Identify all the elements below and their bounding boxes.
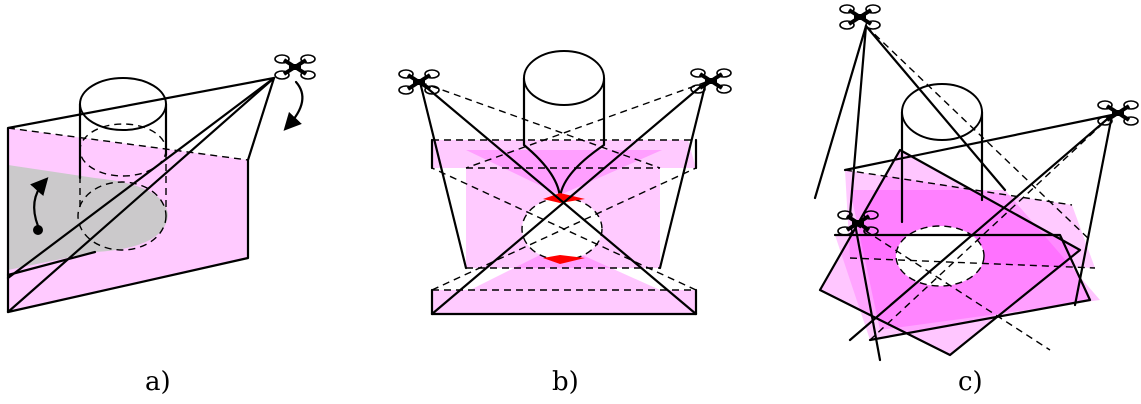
panel-b: b) [399,51,731,397]
plane-b-bottom [432,290,696,314]
cylinder-c [902,84,982,140]
panel-c-label: c) [958,367,983,397]
point-marker [33,225,43,235]
panel-c: c) [815,5,1138,397]
quadcopter-icon [275,55,315,79]
quadcopter-icon-top [840,5,880,29]
panel-a-label: a) [145,367,171,397]
drone-motion-arrow-icon [288,82,302,126]
panel-a: a) [8,55,315,397]
quadcopter-icon-left [399,70,439,94]
cylinder-top [80,78,166,130]
panel-b-label: b) [552,367,579,397]
